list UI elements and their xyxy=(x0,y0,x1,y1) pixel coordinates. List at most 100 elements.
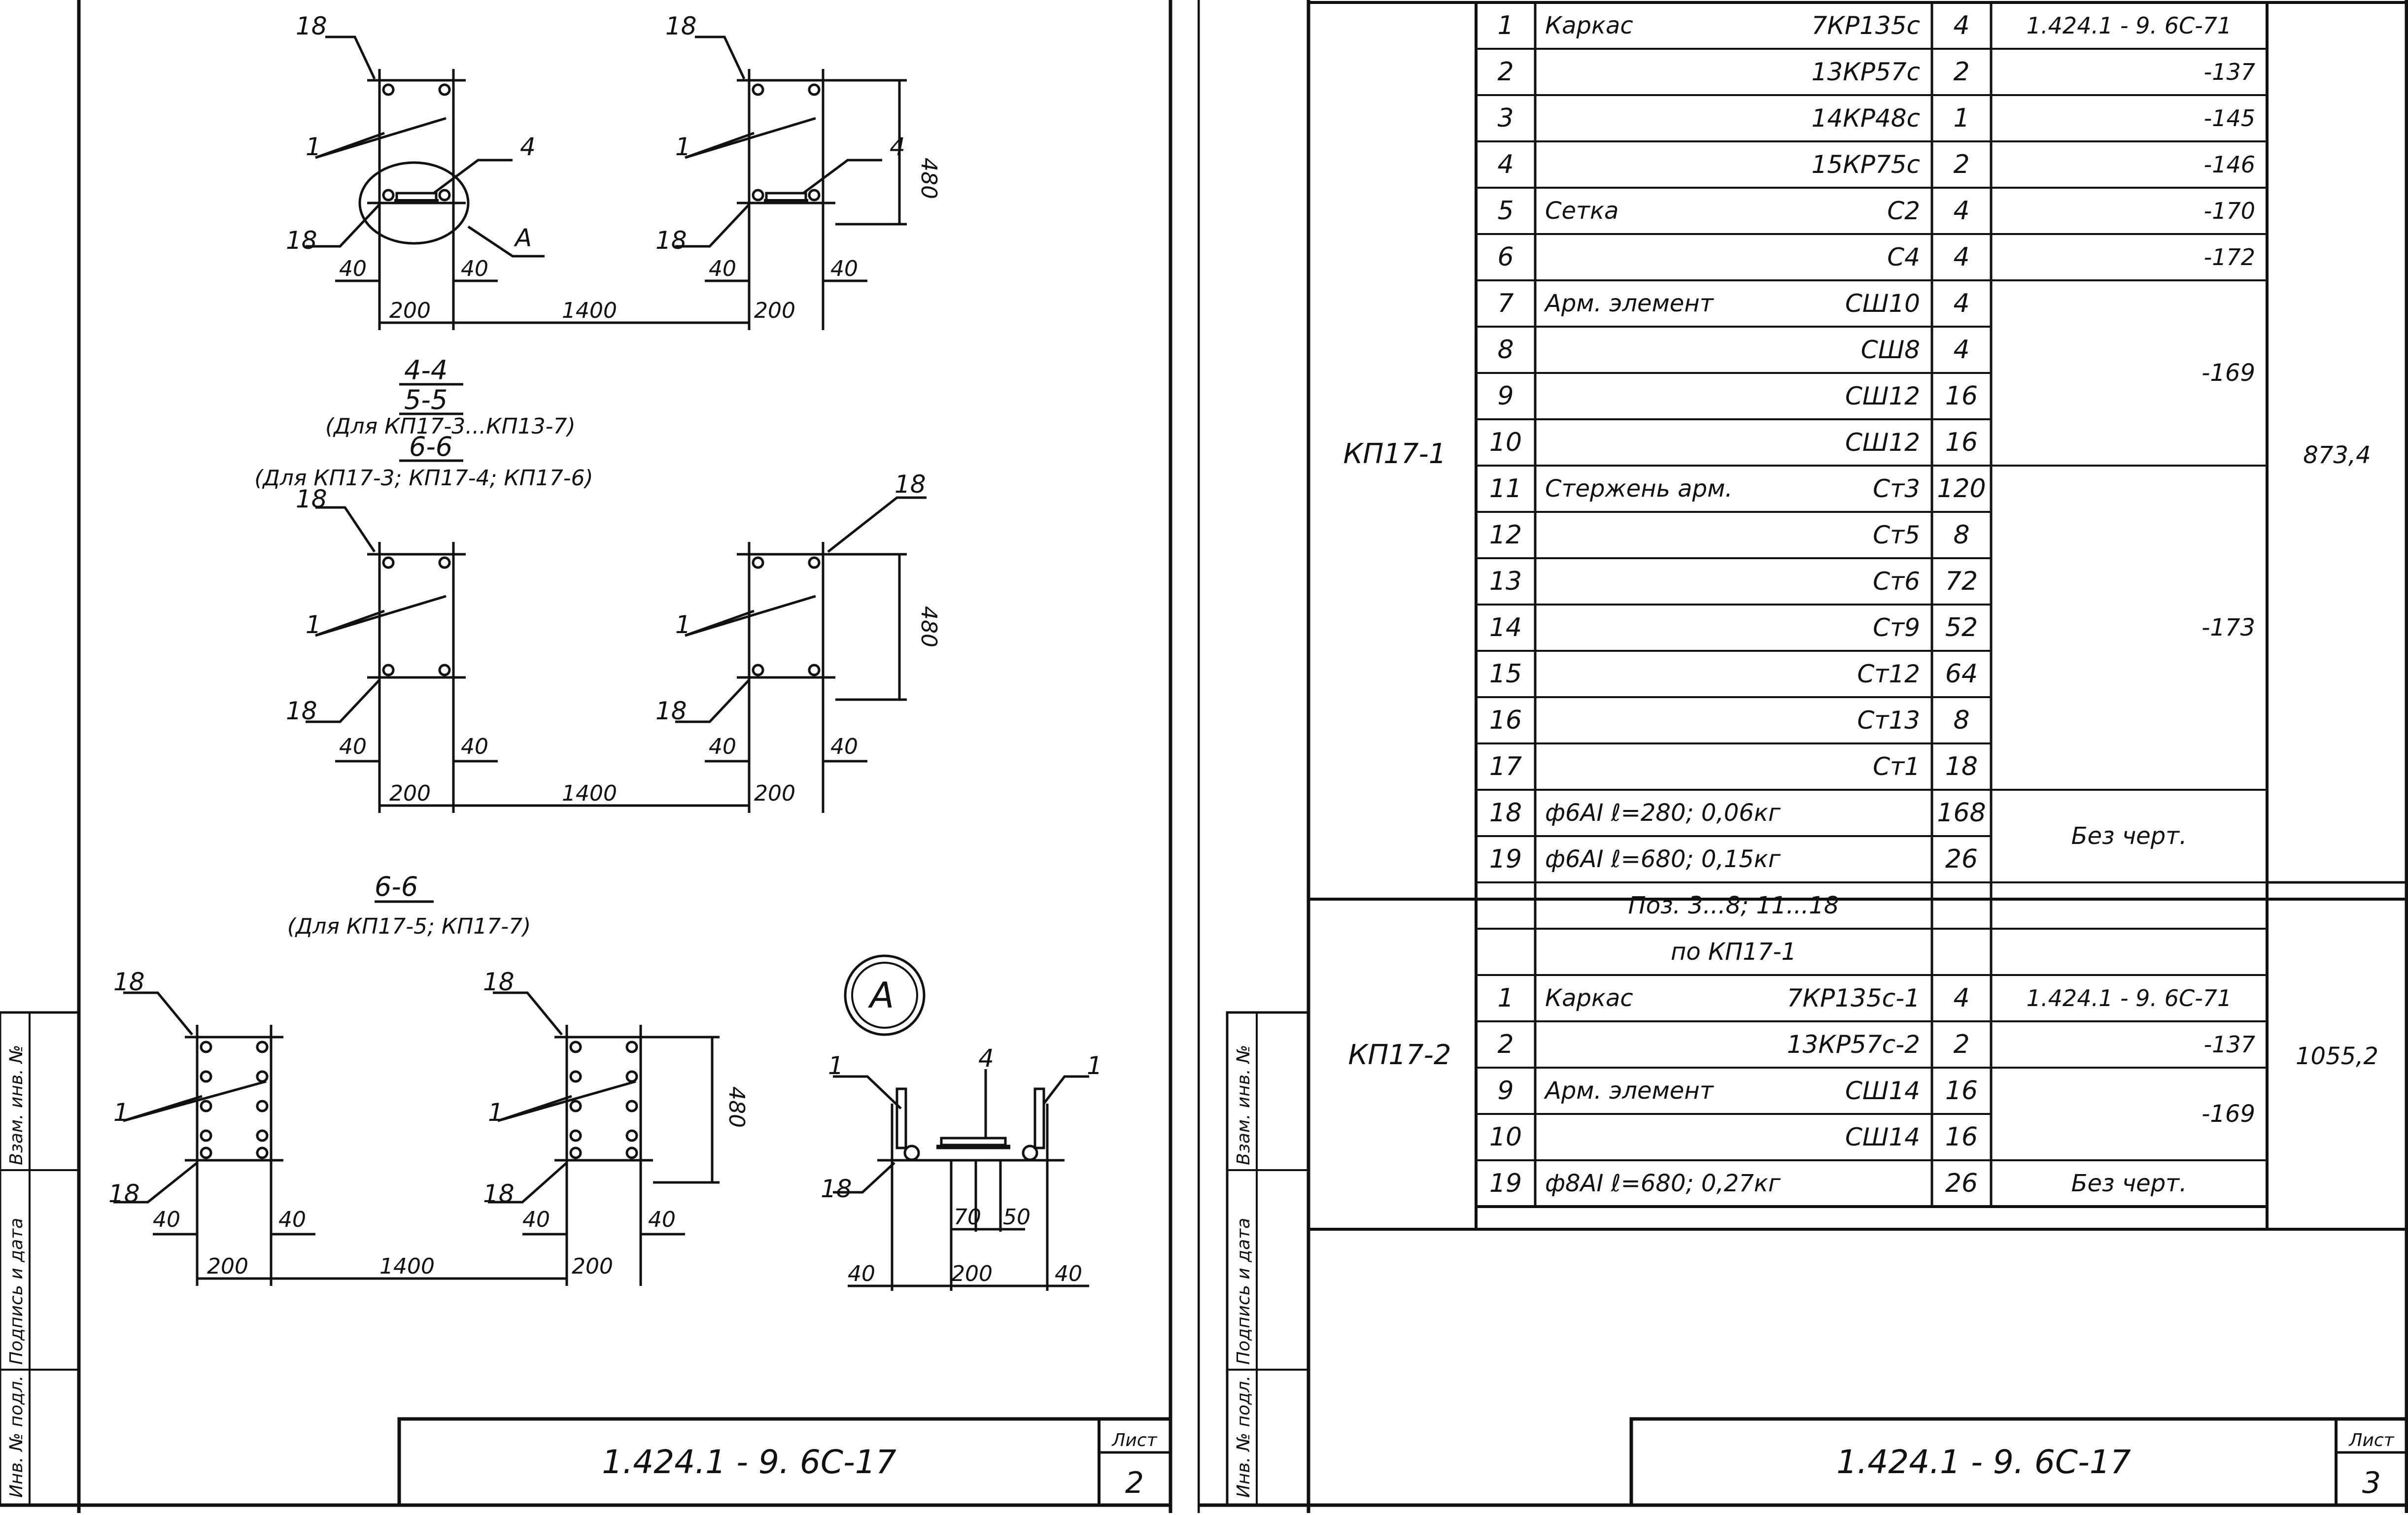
dim-40: 40 xyxy=(461,734,488,759)
spec-qty: 26 xyxy=(1945,844,1978,874)
spec-pos: 10 xyxy=(1489,428,1522,457)
spec-name: Стержень арм. xyxy=(1545,475,1733,503)
spec-pos: 5 xyxy=(1497,196,1514,226)
spec-pos: 3 xyxy=(1497,103,1514,133)
spec-name xyxy=(1535,651,1767,697)
group-mass-1: 873,4 xyxy=(2303,441,2371,469)
spec-name: ф6АI ℓ=680; 0,15кг xyxy=(1545,845,1781,873)
pos18-label: 18 xyxy=(894,470,926,499)
spec-pos: 12 xyxy=(1489,520,1522,550)
dim-40: 40 xyxy=(278,1207,306,1232)
spec-name xyxy=(1535,605,1767,651)
spec-name xyxy=(1535,512,1767,558)
spec-pos: 11 xyxy=(1489,474,1522,504)
spec-name xyxy=(1535,697,1767,743)
spec-name xyxy=(1535,95,1767,141)
spec-name xyxy=(1535,327,1767,373)
spec-pos: 9 xyxy=(1497,381,1514,411)
spec-pos: 13 xyxy=(1489,567,1522,596)
section-bot-right-frame xyxy=(488,991,720,1286)
dim-480: 480 xyxy=(916,606,941,647)
group-mark-2: КП17-2 xyxy=(1348,1039,1451,1071)
dim-480: 480 xyxy=(916,158,941,199)
detail-a-callout: А xyxy=(868,975,894,1016)
spec-qty: 4 xyxy=(1953,196,1970,226)
right-sheet-labels: Инв. № подл. Подпись и дата Взам. инв. №… xyxy=(1234,438,2395,1500)
spec-doc-merged: Без черт. xyxy=(2071,1170,2187,1197)
spec-qty: 8 xyxy=(1953,706,1970,735)
spec-table-grid xyxy=(1476,2,2407,1208)
spec-pos: 7 xyxy=(1497,289,1514,318)
doc-code: 1.424.1 - 9. 6С-17 xyxy=(602,1443,896,1481)
dim-40: 40 xyxy=(709,734,736,759)
section-top-left-frame xyxy=(306,35,749,330)
spec-doc: -137 xyxy=(2203,1031,2255,1058)
spec-qty: 72 xyxy=(1945,567,1978,596)
spec-item: СШ14 xyxy=(1845,1077,1920,1105)
spec-pos: 10 xyxy=(1489,1122,1522,1152)
dim-40: 40 xyxy=(848,1261,875,1286)
spec-doc xyxy=(1991,929,2267,975)
dim-200: 200 xyxy=(754,781,795,806)
dim-200: 200 xyxy=(389,781,431,806)
spec-name xyxy=(1535,743,1767,790)
spec-pos: 18 xyxy=(1489,798,1522,828)
spec-item: 7КР135с xyxy=(1811,11,1920,40)
spec-item: Ст3 xyxy=(1873,474,1920,503)
section-note-2: (Для КП17-3; КП17-4; КП17-6) xyxy=(254,466,593,491)
pos1-label: 1 xyxy=(828,1051,844,1080)
pos18-label: 18 xyxy=(665,12,697,40)
pos18-label: 18 xyxy=(821,1175,852,1203)
spec-name xyxy=(1535,373,1767,419)
spec-qty: 16 xyxy=(1945,1076,1978,1106)
spec-doc-merged: Без черт. xyxy=(2071,822,2187,850)
spec-item: СШ14 xyxy=(1845,1123,1920,1151)
group-mass-2: 1055,2 xyxy=(2296,1043,2378,1070)
spec-qty xyxy=(1932,929,1991,975)
spec-pos xyxy=(1476,929,1535,975)
spec-qty: 26 xyxy=(1945,1169,1978,1198)
section-mid-right-frame xyxy=(675,496,927,813)
spec-qty: 16 xyxy=(1945,1122,1978,1152)
spec-name: Каркас xyxy=(1545,984,1633,1012)
section-note-1: (Для КП17-3...КП13-7) xyxy=(325,414,576,439)
pos18-label: 18 xyxy=(655,226,687,255)
spec-qty: 4 xyxy=(1953,242,1970,272)
dim-200: 200 xyxy=(754,298,795,323)
dim-1400: 1400 xyxy=(379,1254,435,1279)
spec-qty: 2 xyxy=(1953,150,1970,179)
dim-200: 200 xyxy=(207,1254,248,1279)
spec-item: 15КР75с xyxy=(1811,150,1920,179)
spec-pos: 1 xyxy=(1497,11,1514,40)
spec-item: Ст6 xyxy=(1873,567,1920,596)
spec-doc: -137 xyxy=(2203,59,2255,85)
sheet-number: 3 xyxy=(2362,1466,2381,1500)
spec-name xyxy=(1535,49,1767,95)
spec-item: С2 xyxy=(1887,197,1920,225)
pos1-label: 1 xyxy=(488,1098,504,1127)
spec-qty: 2 xyxy=(1953,57,1970,87)
spec-item: 13КР57с xyxy=(1811,58,1920,86)
section-title-num: 4-4 xyxy=(404,355,447,386)
spec-qty: 4 xyxy=(1953,983,1970,1013)
spec-name xyxy=(1535,234,1767,280)
dim-70: 70 xyxy=(954,1205,981,1230)
dim-40: 40 xyxy=(153,1207,180,1232)
left-sheet: 18 18 1 1 4 4 18 18 А 18 18 1 1 18 18 18… xyxy=(0,0,1193,1513)
dim-40: 40 xyxy=(709,256,736,281)
dim-40: 40 xyxy=(648,1207,676,1232)
sheet-label: Лист xyxy=(2348,1430,2394,1450)
spec-pos: 6 xyxy=(1497,242,1514,272)
spec-pos: 14 xyxy=(1489,613,1522,642)
spec-pos: 9 xyxy=(1497,1076,1514,1106)
pos18-label: 18 xyxy=(286,697,317,725)
spec-name xyxy=(1535,1021,1767,1068)
dim-1400: 1400 xyxy=(562,781,617,806)
dim-480: 480 xyxy=(724,1086,749,1128)
spec-name: ф6АI ℓ=280; 0,06кг xyxy=(1545,799,1781,827)
callout-a-label: А xyxy=(514,224,532,252)
spec-doc xyxy=(1991,882,2267,929)
spec-doc: -172 xyxy=(2203,244,2255,270)
stamp-inv-label: Инв. № подл. xyxy=(1234,1376,1254,1498)
spec-qty: 120 xyxy=(1937,474,1986,504)
